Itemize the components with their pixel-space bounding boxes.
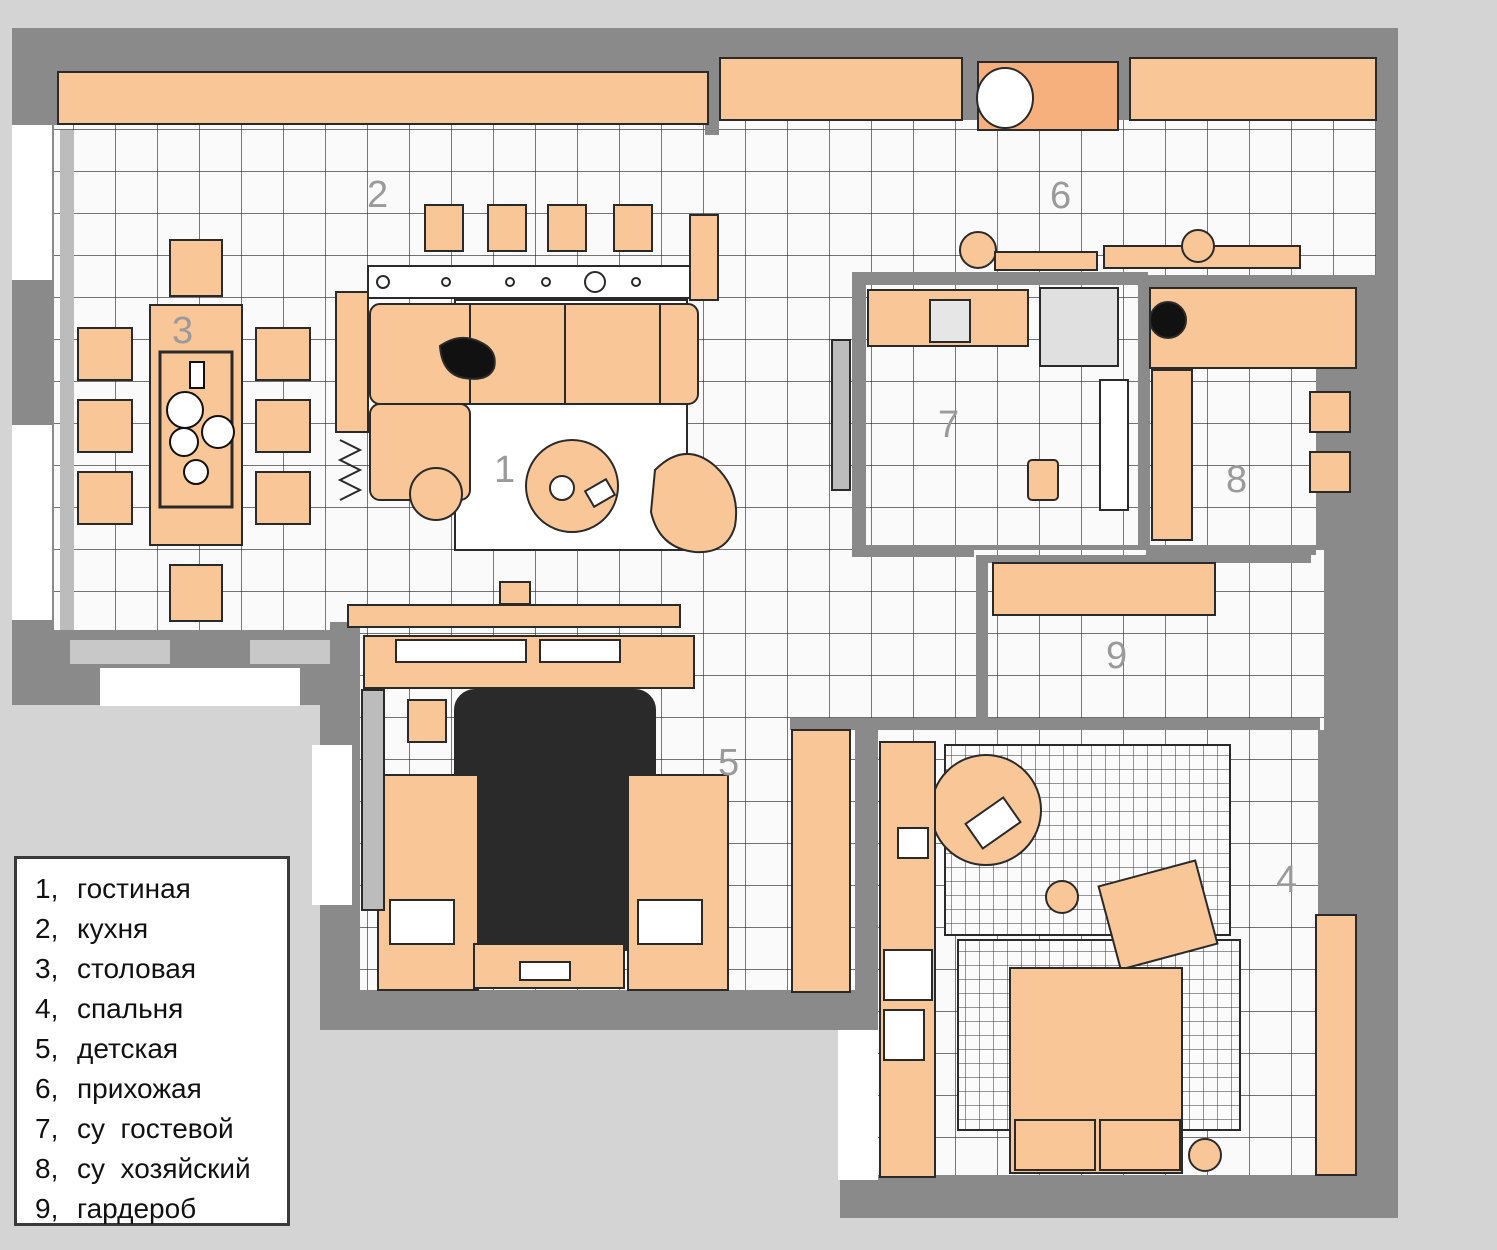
room-number-9: 9 xyxy=(1106,635,1127,677)
windows xyxy=(12,125,878,1180)
wardrobe-furniture xyxy=(992,562,1216,616)
room-numbers: 1 2 3 4 5 6 7 8 9 xyxy=(172,174,1297,901)
legend: 1,гостиная 2,кухня 3,столовая 4,спальня … xyxy=(14,856,290,1226)
legend-num: 3, xyxy=(35,953,59,984)
plants-bottom-right xyxy=(250,640,330,664)
guest-bath-furniture xyxy=(831,287,1129,511)
interior-walls xyxy=(330,55,1376,1028)
legend-item: 4, спальня xyxy=(35,989,287,1029)
legend-label: спальня xyxy=(77,993,184,1024)
plants-bottom xyxy=(70,640,170,664)
legend-num: 1, xyxy=(35,873,59,904)
legend-item: 7, су гостевой xyxy=(35,1109,287,1149)
legend-label: гостиная xyxy=(77,873,191,904)
hallway-furniture xyxy=(959,229,1301,271)
legend-label: гардероб xyxy=(77,1193,197,1224)
kitchen-furniture xyxy=(57,57,1377,301)
legend-label: су хозяйский xyxy=(77,1153,251,1184)
living-furniture xyxy=(335,291,738,628)
legend-label: прихожая xyxy=(77,1073,202,1104)
legend-num: 5, xyxy=(35,1033,59,1064)
legend-num: 2, xyxy=(35,913,59,944)
room-number-4: 4 xyxy=(1276,859,1297,901)
legend-item: 6, прихожая xyxy=(35,1069,287,1109)
room-number-2: 2 xyxy=(367,174,388,216)
legend-item: 1, гостиная xyxy=(35,869,287,909)
legend-item: 5, детская xyxy=(35,1029,287,1069)
plants-left xyxy=(60,130,74,630)
dining-furniture xyxy=(77,239,311,622)
legend-item: 2, кухня xyxy=(35,909,287,949)
legend-item: 8, су хозяйский xyxy=(35,1149,287,1189)
legend-num: 8, xyxy=(35,1153,59,1184)
legend-label: столовая xyxy=(77,953,196,984)
room-number-7: 7 xyxy=(938,404,959,446)
legend-label: детская xyxy=(77,1033,179,1064)
legend-label: су гостевой xyxy=(77,1113,234,1144)
legend-label: кухня xyxy=(77,913,149,944)
legend-item: 9, гардероб xyxy=(35,1189,287,1229)
master-bath-furniture xyxy=(1149,287,1357,541)
legend-num: 4, xyxy=(35,993,59,1024)
legend-num: 6, xyxy=(35,1073,59,1104)
room-number-1: 1 xyxy=(494,449,515,491)
room-number-5: 5 xyxy=(718,742,739,784)
legend-num: 7, xyxy=(35,1113,59,1144)
kids-room-furniture xyxy=(361,635,851,993)
bedroom-furniture xyxy=(879,741,1357,1178)
room-number-3: 3 xyxy=(172,310,193,352)
room-number-6: 6 xyxy=(1050,175,1071,217)
room-number-8: 8 xyxy=(1226,459,1247,501)
legend-item: 3, столовая xyxy=(35,949,287,989)
legend-num: 9, xyxy=(35,1193,59,1224)
